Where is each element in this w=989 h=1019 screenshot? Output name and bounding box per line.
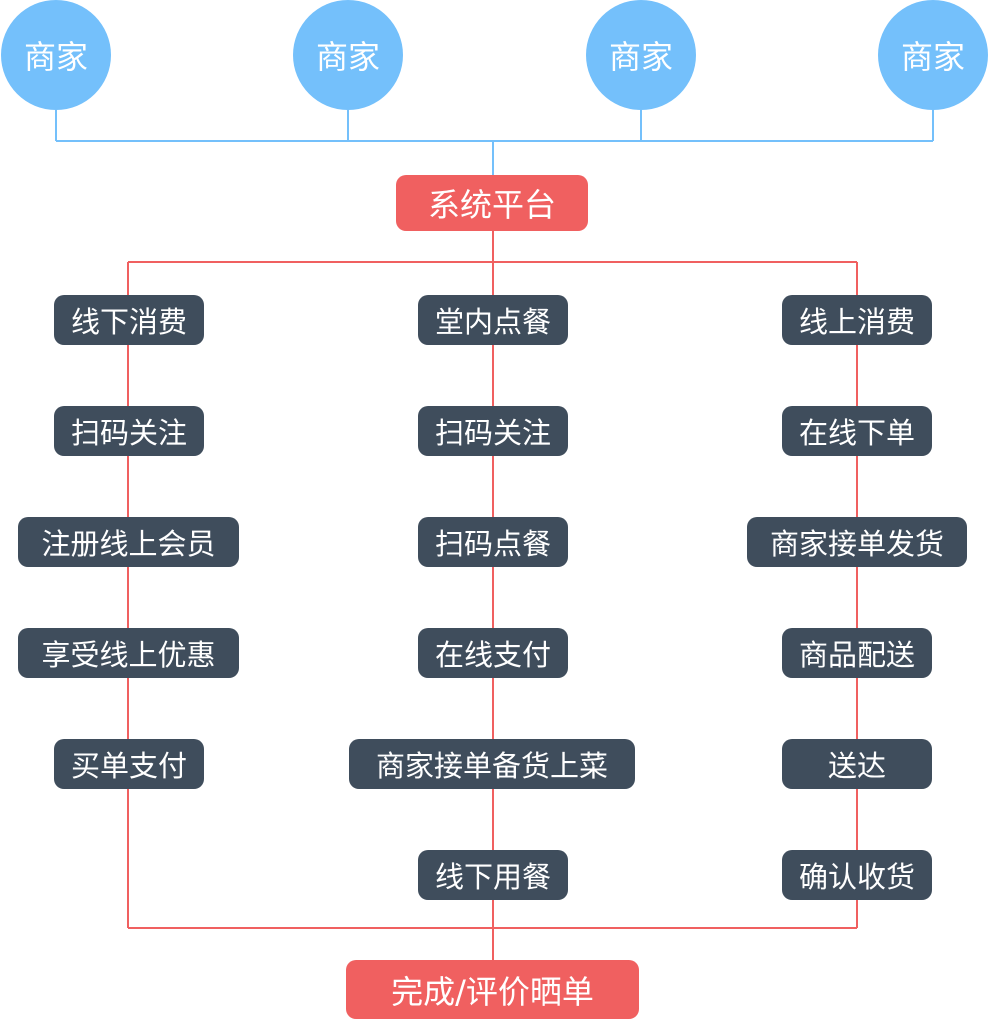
merchant-node-4: 商家 bbox=[878, 0, 988, 110]
right-step-4: 商品配送 bbox=[782, 628, 932, 678]
right-step-2: 在线下单 bbox=[782, 406, 932, 456]
right-step-1: 线上消费 bbox=[782, 295, 932, 345]
middle-step-1: 堂内点餐 bbox=[418, 295, 568, 345]
merchant-connectors bbox=[55, 110, 934, 175]
platform-node: 系统平台 bbox=[396, 175, 588, 231]
merchant-node-3: 商家 bbox=[586, 0, 696, 110]
left-step-3: 注册线上会员 bbox=[18, 517, 239, 567]
right-step-6: 确认收货 bbox=[782, 850, 932, 900]
middle-step-5: 商家接单备货上菜 bbox=[349, 739, 635, 789]
left-step-2: 扫码关注 bbox=[54, 406, 204, 456]
left-step-1: 线下消费 bbox=[54, 295, 204, 345]
finish-node: 完成/评价晒单 bbox=[346, 960, 639, 1019]
right-step-3: 商家接单发货 bbox=[747, 517, 967, 567]
left-step-4: 享受线上优惠 bbox=[18, 628, 239, 678]
middle-step-3: 扫码点餐 bbox=[418, 517, 568, 567]
right-step-5: 送达 bbox=[782, 739, 932, 789]
flow-connectors bbox=[127, 231, 858, 985]
merchant-node-2: 商家 bbox=[293, 0, 403, 110]
middle-step-4: 在线支付 bbox=[418, 628, 568, 678]
merchant-node-1: 商家 bbox=[1, 0, 111, 110]
middle-step-2: 扫码关注 bbox=[418, 406, 568, 456]
left-step-5: 买单支付 bbox=[54, 739, 204, 789]
middle-step-6: 线下用餐 bbox=[418, 850, 568, 900]
